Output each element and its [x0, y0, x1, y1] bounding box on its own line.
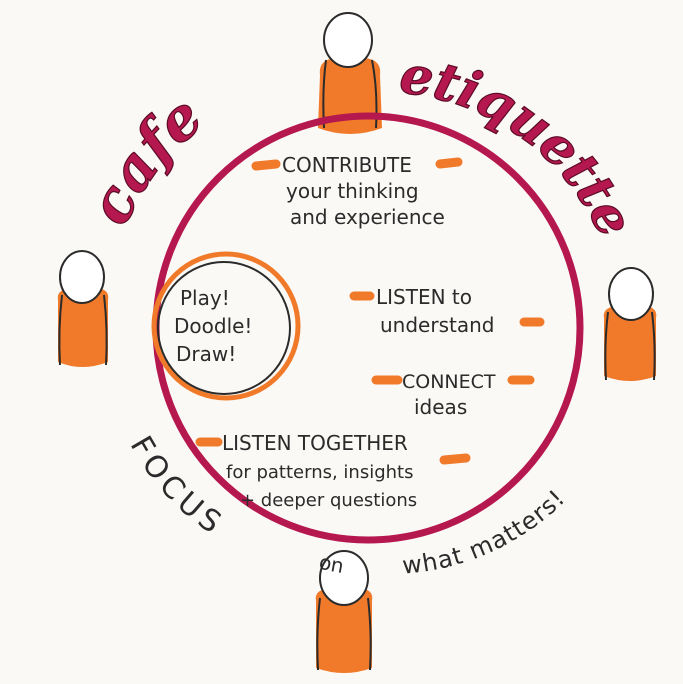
guideline-contribute: CONTRIBUTE your thinking and experience: [251, 153, 463, 229]
guideline-listen: LISTEN to understand: [349, 285, 545, 337]
contribute-line-2: and experience: [290, 205, 445, 229]
person-icon-top: [318, 12, 382, 134]
focus-on: on: [317, 550, 346, 578]
guideline-connect: CONNECT ideas: [371, 371, 535, 419]
doodle-line-3: Draw!: [176, 342, 236, 366]
listen-together-heading: LISTEN TOGETHER: [222, 431, 408, 455]
person-icon-right: [603, 267, 657, 381]
listen-together-line-1: for patterns, insights: [226, 462, 414, 483]
listen-line-1: understand: [380, 313, 494, 337]
person-icon-left: [57, 250, 109, 367]
doodle-line-2: Doodle!: [174, 314, 252, 338]
listen-together-line-2: + deeper questions: [240, 490, 417, 511]
focus-word: FOCUS: [123, 430, 231, 543]
listen-heading: LISTEN to: [376, 285, 472, 309]
contribute-line-1: your thinking: [286, 179, 419, 203]
connect-line-1: ideas: [414, 395, 467, 419]
person-icon-bottom: [315, 550, 373, 673]
doodle-bubble: Play! Doodle! Draw!: [151, 251, 301, 401]
contribute-heading: CONTRIBUTE: [282, 153, 412, 177]
connect-heading: CONNECT: [402, 371, 496, 393]
guideline-listen-together: LISTEN TOGETHER for patterns, insights +…: [195, 431, 471, 511]
doodle-line-1: Play!: [180, 286, 230, 310]
